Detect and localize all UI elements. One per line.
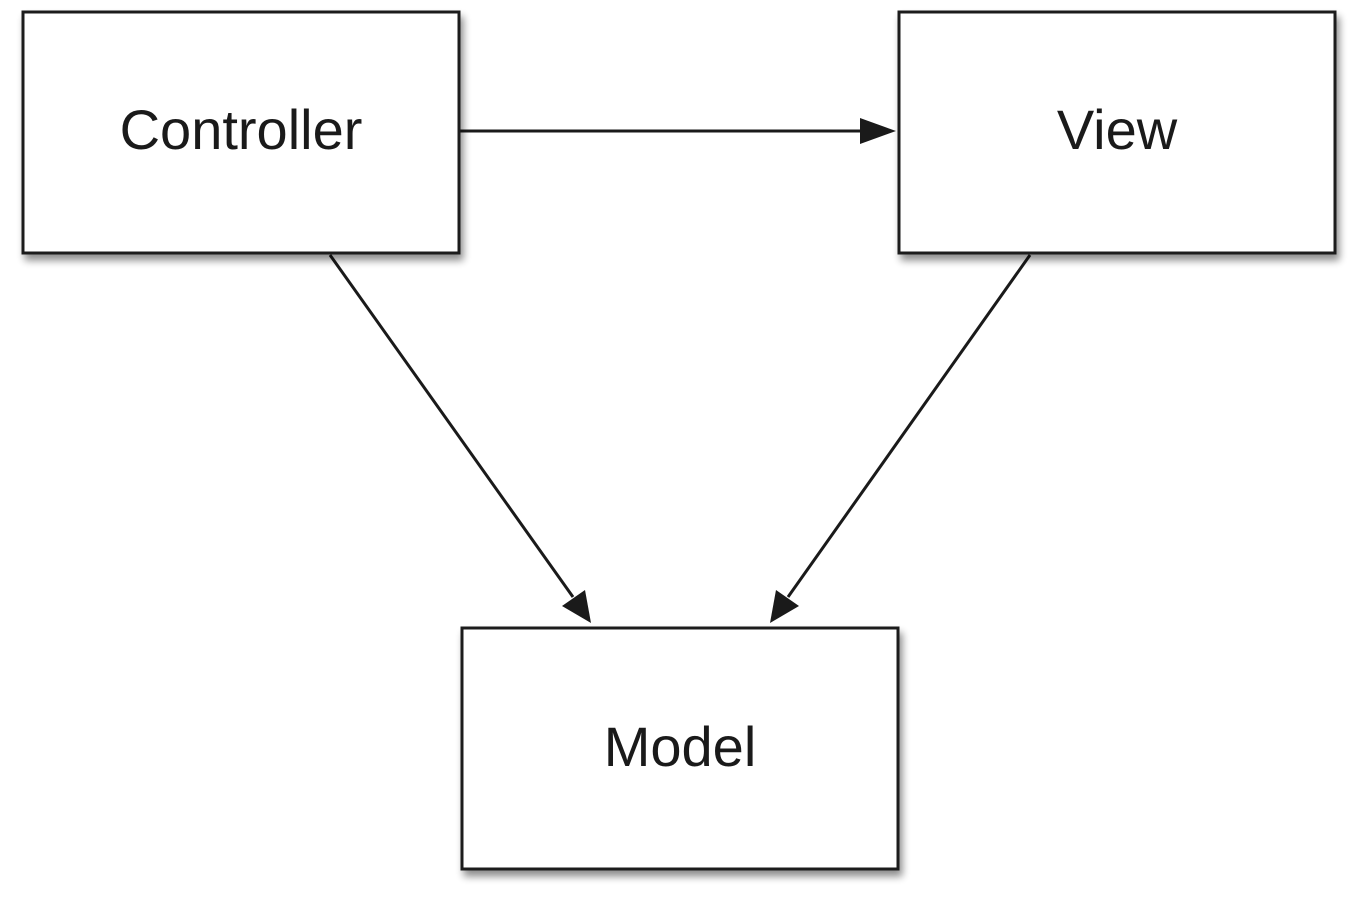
- arrowhead-icon: [562, 590, 591, 623]
- node-controller-label: Controller: [120, 98, 363, 161]
- node-controller: Controller: [21, 10, 461, 255]
- node-model-label: Model: [604, 715, 757, 778]
- node-model: Model: [460, 626, 900, 871]
- node-view: View: [897, 10, 1337, 255]
- arrowhead-icon: [860, 118, 896, 144]
- node-view-label: View: [1057, 98, 1178, 161]
- arrowhead-icon: [770, 590, 799, 623]
- edge-controller-view: [459, 118, 896, 144]
- edge-controller-model: [328, 254, 591, 623]
- edge-view-model: [770, 254, 1032, 623]
